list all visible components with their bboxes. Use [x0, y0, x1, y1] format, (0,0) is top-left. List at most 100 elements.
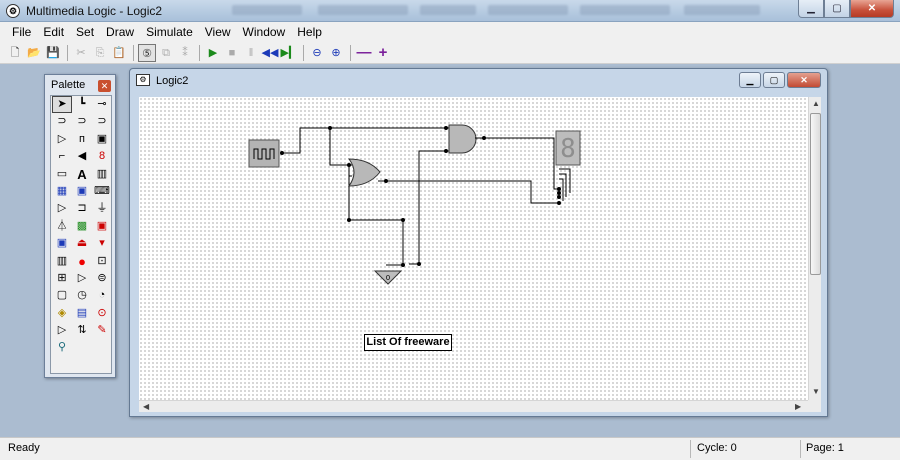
input-icon[interactable]: ▷ [57, 202, 67, 215]
doc-maximize-button[interactable]: ▢ [763, 72, 785, 88]
menu-set[interactable]: Set [76, 25, 95, 39]
save-icon[interactable]: 💾 [46, 46, 60, 59]
and-gate-icon[interactable]: ⊃ [57, 115, 67, 128]
status-bar: Ready Cycle: 0 Page: 1 [0, 437, 900, 460]
arrange-icon[interactable]: ⧉ [162, 46, 170, 59]
ground-icon[interactable]: ⏚ [96, 202, 108, 215]
pen-icon[interactable]: ✎ [97, 324, 107, 337]
background-tab-blur [580, 5, 670, 15]
zoom-out-icon[interactable]: ⊖ [312, 46, 322, 59]
junction [347, 163, 351, 167]
led-icon[interactable]: ▣ [96, 132, 108, 145]
seven-segment-icon[interactable]: 8 [98, 150, 106, 163]
light-icon[interactable]: ● [78, 253, 86, 269]
timer-icon[interactable]: ◷ [77, 289, 87, 302]
output-icon[interactable]: ⊐ [77, 202, 87, 215]
pulse-icon [253, 148, 275, 160]
wire-tool-icon[interactable]: ┗ [78, 98, 86, 110]
menu-file[interactable]: File [12, 25, 32, 39]
processor-icon[interactable]: ⊞ [57, 271, 67, 284]
scroll-thumb[interactable] [810, 113, 821, 275]
select-tool-icon[interactable]: ➤ [52, 96, 72, 114]
antenna-icon[interactable]: ⏃ [56, 219, 68, 232]
doc-minimize-button[interactable]: ▁ [739, 72, 761, 88]
keyboard-icon[interactable]: ▭ [56, 167, 68, 180]
circuit-canvas[interactable]: 8 0 List Of freeware [139, 97, 808, 400]
bus-icon[interactable]: ⇅ [77, 324, 87, 337]
wire [378, 180, 559, 204]
clock-icon[interactable]: ᴨ [79, 132, 85, 145]
new-file-icon[interactable]: 🗋 [10, 46, 20, 59]
robot-icon[interactable]: ⊙ [97, 306, 107, 319]
menu-bar: File Edit Set Draw Simulate View Window … [0, 22, 900, 42]
random-icon[interactable]: ◈ [57, 306, 67, 319]
switch-icon[interactable]: ⌐ [58, 150, 66, 163]
paste-icon[interactable]: 📋 [112, 46, 126, 59]
pause-icon[interactable]: ‖ [248, 46, 254, 59]
menu-edit[interactable]: Edit [43, 25, 65, 39]
stop-icon[interactable]: ■ [228, 46, 236, 59]
monitor-icon[interactable]: ▣ [56, 237, 68, 250]
flipflop-icon[interactable]: ⊡ [97, 254, 107, 267]
eject-icon[interactable]: ⏏ [76, 237, 88, 250]
plus-icon[interactable]: + [378, 43, 388, 61]
xor-gate-icon[interactable]: ⊃ [97, 115, 107, 128]
net-icon[interactable]: ▷ [57, 324, 67, 337]
rewind-icon[interactable]: ◀◀ [261, 46, 279, 59]
canvas-text-label[interactable]: List Of freeware [364, 334, 452, 351]
wires [282, 127, 571, 266]
memory-icon[interactable]: ▥ [56, 254, 68, 267]
close-button[interactable]: ✕ [850, 0, 894, 18]
menu-view[interactable]: View [204, 25, 231, 39]
menu-help[interactable]: Help [297, 25, 322, 39]
and-gate[interactable] [448, 124, 484, 154]
run-icon[interactable]: ▶ [208, 46, 218, 59]
screen-icon[interactable]: ▣ [76, 184, 88, 197]
mic-icon[interactable]: ⊜ [97, 271, 107, 284]
scroll-down-icon[interactable]: ▼ [812, 387, 820, 396]
probe-icon[interactable]: ▾ [99, 237, 105, 250]
scroll-left-icon[interactable]: ◀ [143, 402, 150, 411]
palette-close-icon[interactable]: ✕ [98, 80, 111, 92]
step-icon[interactable]: ▶▎ [280, 46, 298, 59]
menu-draw[interactable]: Draw [106, 25, 135, 39]
scroll-up-icon[interactable]: ▲ [812, 99, 820, 108]
chip-icon[interactable]: ▩ [76, 219, 88, 232]
or-gate-icon[interactable]: ⊃ [77, 115, 87, 128]
speaker-icon[interactable]: ◀ [77, 150, 87, 163]
seven-segment-display[interactable]: 8 [555, 130, 581, 166]
maximize-button[interactable]: ▢ [824, 0, 850, 18]
document-window: ⚙ Logic2 ▁ ▢ ✕ [129, 68, 828, 417]
music-icon[interactable]: ▤ [76, 306, 88, 319]
rom-icon[interactable]: ▦ [56, 184, 68, 197]
horizontal-scrollbar[interactable]: ◀ ▶ [139, 400, 808, 412]
buffer-icon[interactable]: ▷ [57, 132, 67, 145]
minimize-button[interactable]: ▁ [798, 0, 824, 18]
junction [401, 218, 405, 222]
delay-icon[interactable]: ◔ [98, 289, 106, 302]
menu-window[interactable]: Window [242, 25, 286, 39]
vertical-scrollbar[interactable]: ▲ ▼ [808, 97, 821, 400]
text-icon[interactable]: A [77, 166, 87, 182]
doc-close-button[interactable]: ✕ [787, 72, 821, 88]
menu-simulate[interactable]: Simulate [146, 25, 193, 39]
minus-icon[interactable]: — [356, 43, 372, 61]
counter-icon[interactable]: ▥ [96, 167, 108, 180]
pin-tool-icon[interactable]: ⊸ [97, 98, 107, 110]
open-folder-icon[interactable]: 📂 [27, 46, 41, 59]
robot-car-icon[interactable]: ⚲ [57, 341, 67, 354]
keypad-icon[interactable]: ⌨ [94, 184, 110, 197]
clock-source[interactable] [248, 139, 280, 168]
align-icon[interactable]: ⁑ [182, 46, 188, 59]
tristate-icon[interactable]: ▷ [77, 271, 87, 284]
scroll-right-icon[interactable]: ▶ [795, 402, 802, 411]
zoom-in-icon[interactable]: ⊕ [331, 46, 341, 59]
ground-output[interactable]: 0 [373, 270, 403, 285]
or-gate[interactable] [347, 158, 381, 187]
copy-icon[interactable]: ⎘ [95, 46, 105, 59]
wire [559, 173, 567, 197]
edit-mode-icon[interactable]: ⑤ [138, 43, 156, 62]
bitmap-icon[interactable]: ▣ [96, 219, 108, 232]
box-icon[interactable]: ▢ [56, 289, 68, 302]
cut-icon[interactable]: ✂ [76, 46, 86, 59]
